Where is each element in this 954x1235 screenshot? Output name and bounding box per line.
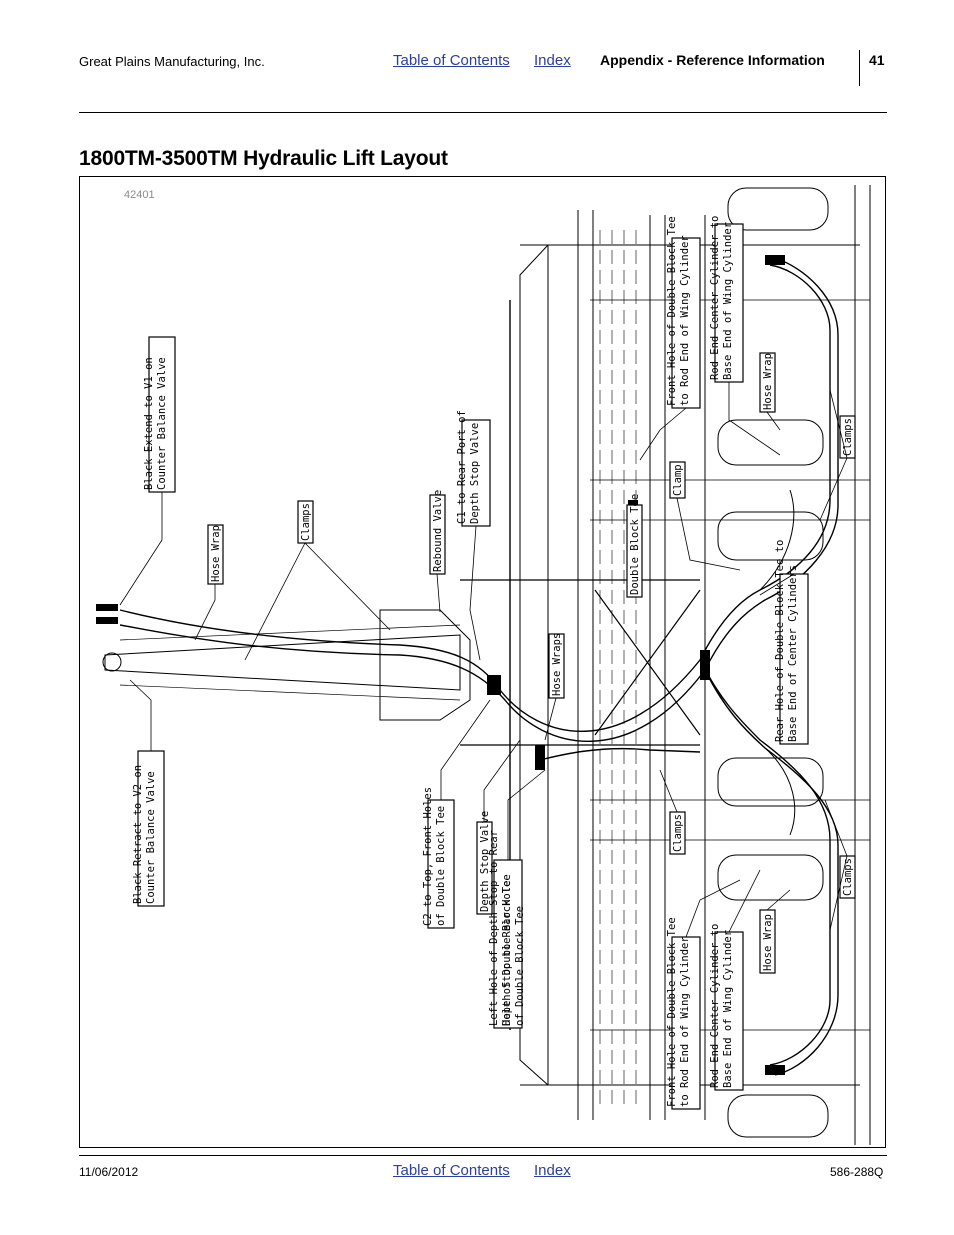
callout-c1-rear-port: C1 to Rear Port ofDepth Stop Valve [456, 410, 481, 524]
callout-rod-end-bottom: Rod End Center Cylinder toBase End of Wi… [709, 924, 734, 1088]
page-number: 41 [869, 52, 885, 68]
callout-front-hole-top: Front Hole of Double Block Teeto Rod End… [666, 216, 691, 406]
company-name: Great Plains Manufacturing, Inc. [79, 54, 265, 69]
header-toc-link[interactable]: Table of Contents [393, 52, 510, 69]
callout-rebound-valve: Rebound Valve [432, 490, 444, 572]
header-index-link[interactable]: Index [534, 52, 571, 69]
footer-date: 11/06/2012 [79, 1165, 139, 1179]
footer-index-link[interactable]: Index [534, 1162, 571, 1179]
header-rule [79, 112, 887, 113]
callout-clamps-mid: Clamps [672, 814, 684, 852]
callout-hose-wraps: Hose Wraps [551, 633, 563, 696]
callout-double-block-tee: Double Block Tee [629, 494, 641, 595]
figure-frame [79, 176, 886, 1148]
page-title: 1800TM-3500TM Hydraulic Lift Layout [79, 147, 448, 170]
callout-rod-end-top: Rod End Center Cylinder toBase End of Wi… [709, 216, 734, 380]
callout-hose-wrap-top: Hose Wrap [762, 353, 774, 410]
callout-clamps-top: Clamps [842, 418, 854, 456]
callout-black-extend: Black Extend to V1 onCounter Balance Val… [143, 357, 168, 490]
callout-left-hole: Left Hole of Depth Stop to RearHole of D… [488, 830, 513, 1026]
figure-number: 42401 [124, 189, 155, 201]
callout-hose-wrap-bottom: Hose Wrap [762, 914, 774, 971]
footer-doc-number: 586-288Q [830, 1165, 884, 1179]
callout-clamp: Clamp [672, 464, 684, 496]
callout-labels: Black Extend to V1 onCounter Balance Val… [132, 216, 854, 1107]
section-title: Appendix - Reference Information [600, 52, 825, 68]
callout-c2-top-front: C2 to Top, Front Holesof Double Block Te… [422, 787, 447, 926]
hydraulic-layout-diagram: Black Extend to V1 onCounter Balance Val… [96, 185, 871, 1145]
callout-front-hole-bottom: Front Hole of Double Block Teeto Rod End… [666, 917, 691, 1107]
callout-black-retract: Black Retract to V2 onCounter Balance Va… [132, 765, 157, 904]
callout-depth-stop-valve: Depth Stop Valve [479, 811, 491, 912]
header-divider [859, 50, 860, 86]
callout-hose-wrap-left: Hose Wrap [210, 525, 222, 582]
callout-depth-stop-rear: Depth Stop to Rear Holeof Double Block T… [501, 881, 526, 1026]
footer-rule [79, 1155, 887, 1156]
footer-toc-link[interactable]: Table of Contents [393, 1162, 510, 1179]
callout-rear-hole: Rear Hole of Double Block Tee toBase End… [774, 540, 799, 742]
callout-clamps-bottom: Clamps [842, 858, 854, 896]
callout-clamps-left: Clamps [300, 503, 312, 541]
